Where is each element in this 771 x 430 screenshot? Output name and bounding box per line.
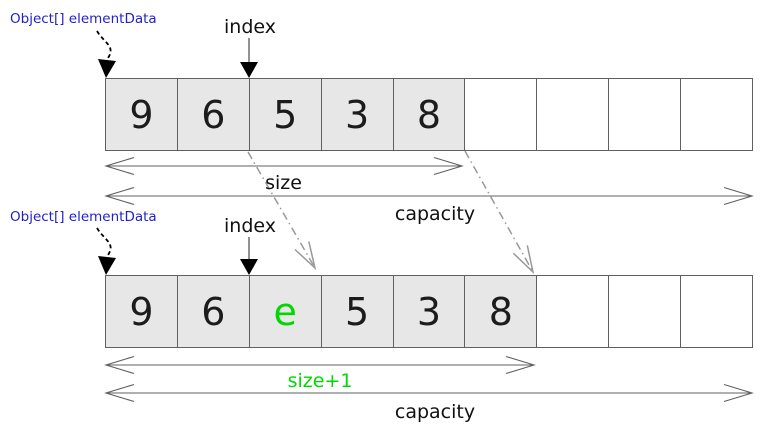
array-cell: 3	[321, 79, 394, 150]
array-cell: 9	[106, 276, 178, 347]
array-cell-empty	[537, 276, 610, 347]
index-arrow-before	[240, 38, 258, 78]
array-cell-empty	[537, 79, 610, 150]
array-cell-empty	[681, 276, 753, 347]
index-arrow-after	[240, 237, 258, 275]
array-cell-empty	[465, 79, 538, 150]
array-cell: 9	[106, 79, 178, 150]
array-cell-empty	[609, 79, 682, 150]
capacity-label-before: capacity	[394, 203, 476, 225]
index-label-after: index	[224, 215, 276, 237]
elementdata-pointer-arrow-after	[96, 227, 116, 275]
size-plus-one-label-after: size+1	[287, 370, 353, 392]
array-cell: 6	[177, 79, 250, 150]
array-before: 9 6 5 3 8	[105, 78, 753, 151]
array-cell: 8	[393, 79, 466, 150]
array-cell-inserted: e	[249, 276, 322, 347]
array-cell-empty	[609, 276, 682, 347]
array-after: 9 6 e 5 3 8	[105, 275, 753, 348]
elementdata-pointer-arrow-before	[96, 30, 116, 78]
capacity-label-after: capacity	[394, 401, 476, 423]
array-cell-empty	[681, 79, 753, 150]
size-label-before: size	[265, 172, 302, 194]
array-cell: 3	[393, 276, 466, 347]
array-cell: 8	[465, 276, 538, 347]
elementdata-label-before: Object[] elementData	[10, 11, 157, 27]
array-cell: 5	[249, 79, 322, 150]
index-label-before: index	[224, 16, 276, 38]
array-cell: 5	[321, 276, 394, 347]
array-cell: 6	[177, 276, 250, 347]
elementdata-label-after: Object[] elementData	[10, 209, 157, 225]
